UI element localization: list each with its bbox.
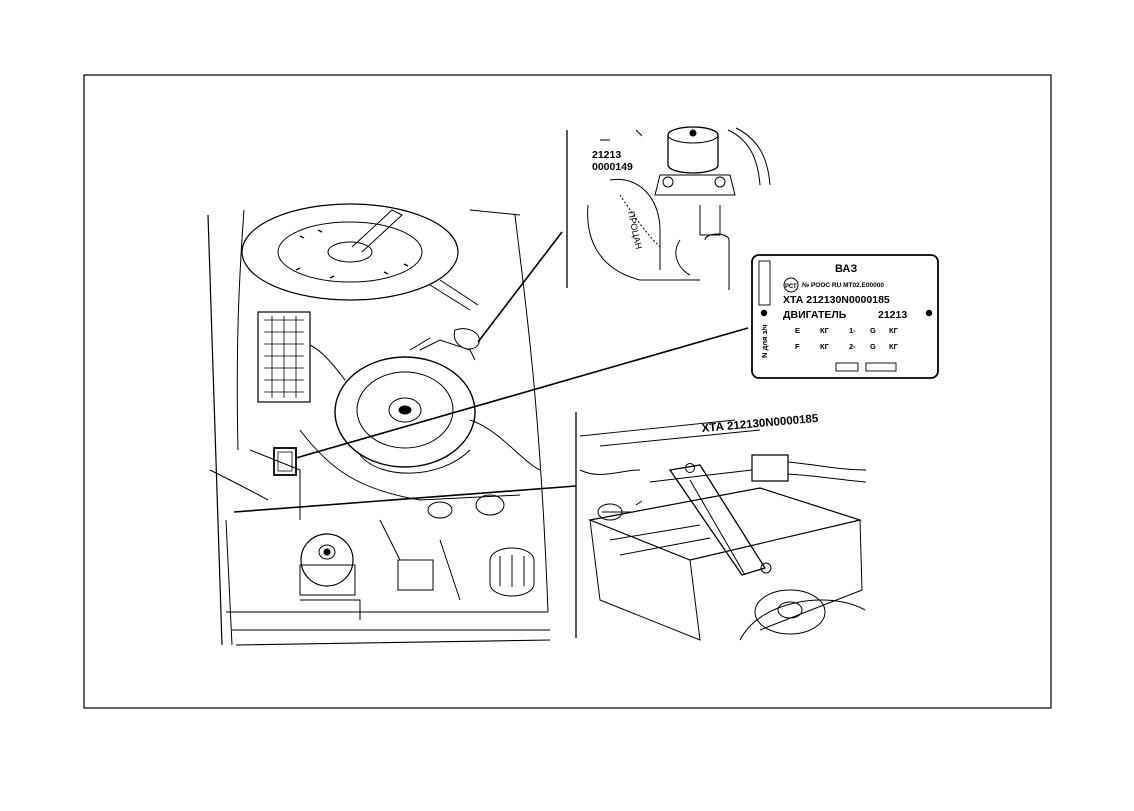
engine-stamp-line2: 0000149 <box>592 161 633 173</box>
plate-cert-number: № РООС RU МТ02.Е00000 <box>802 282 884 289</box>
body-vin-detail: ХТА 212130N0000185 <box>575 412 867 641</box>
leader-lines <box>233 231 749 513</box>
cert-mark: РСТ <box>785 284 797 290</box>
plate-weight-row-2: F КГ 2- G КГ <box>795 342 899 351</box>
weight-cell: G <box>870 342 876 351</box>
plate-blank-box <box>865 362 897 372</box>
engine-stamp-line1: 21213 <box>592 149 621 161</box>
weight-cell: КГ <box>820 342 830 351</box>
plate-vin: ХТА 212130N0000185 <box>783 294 890 306</box>
weight-cell: Е <box>795 326 800 335</box>
plate-engine-label: ДВИГАТЕЛЬ <box>783 309 847 321</box>
weight-cell: 1- <box>849 326 856 335</box>
weight-cell: G <box>870 326 876 335</box>
body-vin-stamp: ХТА 212130N0000185 <box>701 413 819 435</box>
weight-cell: КГ <box>889 326 899 335</box>
plate-weight-row-1: Е КГ 1- G КГ <box>795 326 899 335</box>
weight-cell: 2- <box>849 342 856 351</box>
engine-number-detail: 21213 0000149 ПРОЦАН <box>566 126 771 290</box>
plate-engine-model: 21213 <box>878 309 907 321</box>
plate-blank-box <box>835 362 859 372</box>
pump-casting-text: ПРОЦАН <box>626 210 644 250</box>
weight-cell: F <box>795 342 800 351</box>
plate-maker: ВАЗ <box>835 263 857 275</box>
weight-cell: КГ <box>889 342 899 351</box>
engine-bay-drawing <box>207 203 551 646</box>
weight-cell: КГ <box>820 326 830 335</box>
cert-mark-logo <box>783 277 799 293</box>
page-frame <box>83 74 1052 709</box>
id-plate: N для з/ч ВАЗ РСТ № РООС RU МТ02.Е00000 … <box>751 254 939 379</box>
plate-side-label: N для з/ч <box>760 324 769 358</box>
